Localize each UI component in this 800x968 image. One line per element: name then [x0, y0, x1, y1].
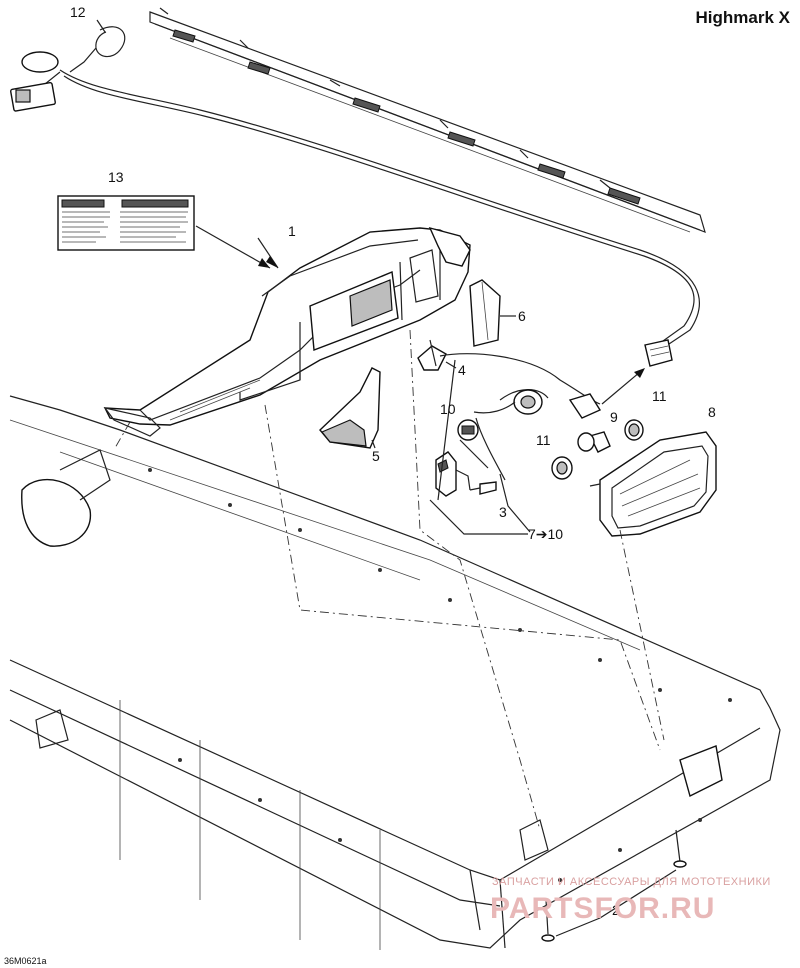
- callout-7-10: 7➔10: [528, 526, 563, 542]
- socket-bracket: [435, 451, 497, 497]
- callout-11-lower: 11: [536, 432, 551, 448]
- drawing-code: 36M0621a: [4, 956, 47, 966]
- callout-11-upper: 11: [652, 388, 667, 404]
- callout-6: 6: [518, 308, 526, 324]
- bulb-9: [577, 431, 611, 453]
- chassis-holes: [148, 468, 732, 882]
- leader-2a: [599, 869, 677, 919]
- grommet-upper: [624, 419, 644, 441]
- upper-frame-rail: [149, 7, 706, 233]
- watermark-logo: PARTSFOR.RU: [490, 892, 715, 925]
- reflector-right: [469, 279, 516, 347]
- taillight-lens: [589, 431, 717, 537]
- projection-lines: [114, 329, 665, 831]
- leader-7-10: [429, 499, 528, 535]
- leader-harness: [601, 371, 641, 405]
- wiring-harness: [10, 51, 700, 367]
- rear-tunnel-chassis: [9, 395, 781, 950]
- callout-12: 12: [70, 4, 86, 20]
- leader-2b: [555, 917, 601, 937]
- reflector-left: [319, 367, 381, 449]
- grommet-lower: [551, 456, 573, 480]
- warning-decal: [57, 195, 271, 269]
- watermark-tagline: ЗАПЧАСТИ И АКСЕССУАРЫ ДЛЯ МОТОТЕХНИКИ: [492, 876, 771, 888]
- callout-4: 4: [458, 362, 466, 378]
- bolt-lower: [541, 899, 555, 942]
- connector-clip: [417, 339, 457, 371]
- callout-13: 13: [108, 169, 124, 185]
- callout-3: 3: [499, 504, 507, 520]
- callout-10: 10: [440, 401, 456, 417]
- callout-5: 5: [372, 448, 380, 464]
- callout-1: 1: [288, 223, 296, 239]
- callout-2: 2: [612, 902, 620, 918]
- callout-8: 8: [708, 404, 716, 420]
- bolt-upper: [673, 829, 687, 868]
- bulb-harness: [439, 353, 602, 481]
- taillight-housing: [103, 226, 471, 437]
- callout-9: 9: [610, 409, 618, 425]
- cable-tie: [69, 19, 126, 73]
- model-title: Highmark X: [695, 8, 790, 27]
